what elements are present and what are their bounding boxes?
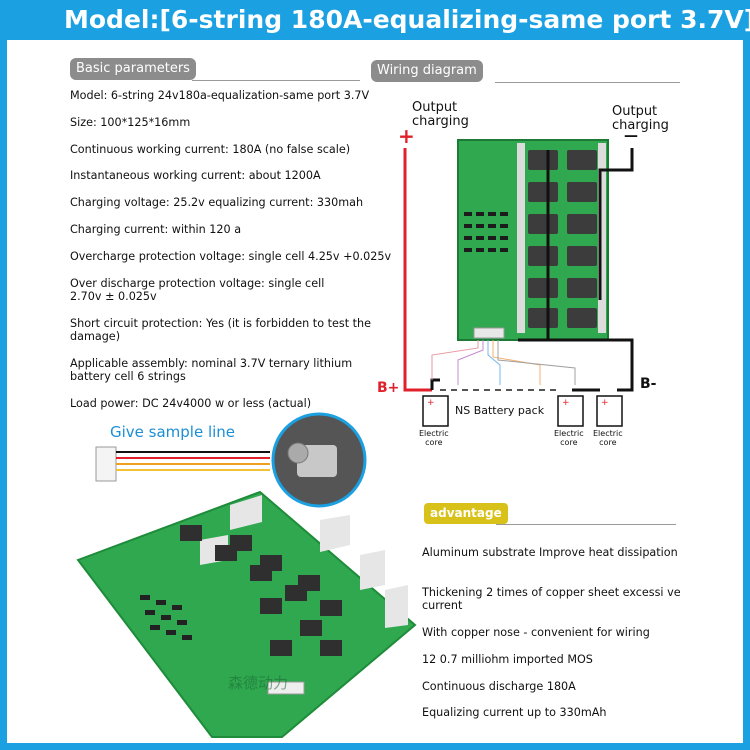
- page-title: Model:[6-string 180A-equalizing-same por…: [0, 0, 750, 40]
- advantage-heat: Aluminum substrate Improve heat dissipat…: [422, 546, 678, 559]
- param-size: Size: 100*125*16mm: [70, 116, 191, 129]
- svg-text:+: +: [427, 398, 435, 408]
- basic-parameters-tag: Basic parameters: [70, 58, 196, 80]
- svg-text:+: +: [601, 398, 609, 408]
- advantage-rule: [496, 524, 676, 525]
- advantage-equalizing: Equalizing current up to 330mAh: [422, 706, 607, 719]
- basic-rule: [192, 80, 360, 81]
- sample-connector: [95, 446, 270, 482]
- param-short-circuit: Short circuit protection: Yes (it is for…: [70, 317, 371, 343]
- param-instantaneous-current: Instantaneous working current: about 120…: [70, 169, 321, 182]
- advantage-discharge: Continuous discharge 180A: [422, 680, 576, 693]
- output-charging-right-label-1: Output: [612, 104, 658, 119]
- advantage-mos: 12 0.7 milliohm imported MOS: [422, 653, 593, 666]
- output-charging-right-label-2: charging: [612, 118, 669, 133]
- param-load-power: Load power: DC 24v4000 w or less (actual…: [70, 397, 312, 410]
- param-charging-current: Charging current: within 120 a: [70, 223, 242, 236]
- advantage-nose: With copper nose - convenient for wiring: [422, 626, 650, 639]
- b-minus-label: B-: [640, 376, 657, 392]
- output-charging-left-label-2: charging: [412, 114, 469, 129]
- param-charging-voltage: Charging voltage: 25.2v equalizing curre…: [70, 196, 364, 209]
- negative-symbol: —: [624, 128, 638, 144]
- copper-nose-inset: [271, 412, 367, 508]
- sample-line-label: Give sample line: [110, 423, 236, 441]
- board-mos-chips: [180, 525, 342, 656]
- battery-pack-label: NS Battery pack: [455, 404, 545, 417]
- param-overcharge: Overcharge protection voltage: single ce…: [70, 250, 392, 263]
- watermark: 森德动力: [228, 674, 289, 692]
- advantage-copper: Thickening 2 times of copper sheet exces…: [422, 586, 681, 612]
- param-assembly: Applicable assembly: nominal 3.7V ternar…: [70, 357, 353, 383]
- bms-board-photo: [76, 490, 417, 738]
- svg-text:+: +: [562, 398, 570, 408]
- param-continuous-current: Continuous working current: 180A (no fal…: [70, 143, 351, 156]
- advantage-tag: advantage: [424, 503, 508, 524]
- mos-chips: [528, 150, 597, 328]
- wiring-diagram-tag: Wiring diagram: [371, 60, 483, 82]
- positive-wire: [403, 148, 432, 392]
- wiring-rule: [495, 82, 680, 83]
- output-charging-left-label-1: Output: [412, 100, 458, 115]
- battery-cells: [422, 395, 623, 427]
- positive-symbol: +: [398, 124, 415, 148]
- param-overdischarge: Over discharge protection voltage: singl…: [70, 277, 325, 303]
- b-plus-label: B+: [377, 380, 400, 396]
- bms-board-diagram: [457, 139, 609, 341]
- param-model: Model: 6-string 24v180a-equalization-sam…: [70, 89, 370, 102]
